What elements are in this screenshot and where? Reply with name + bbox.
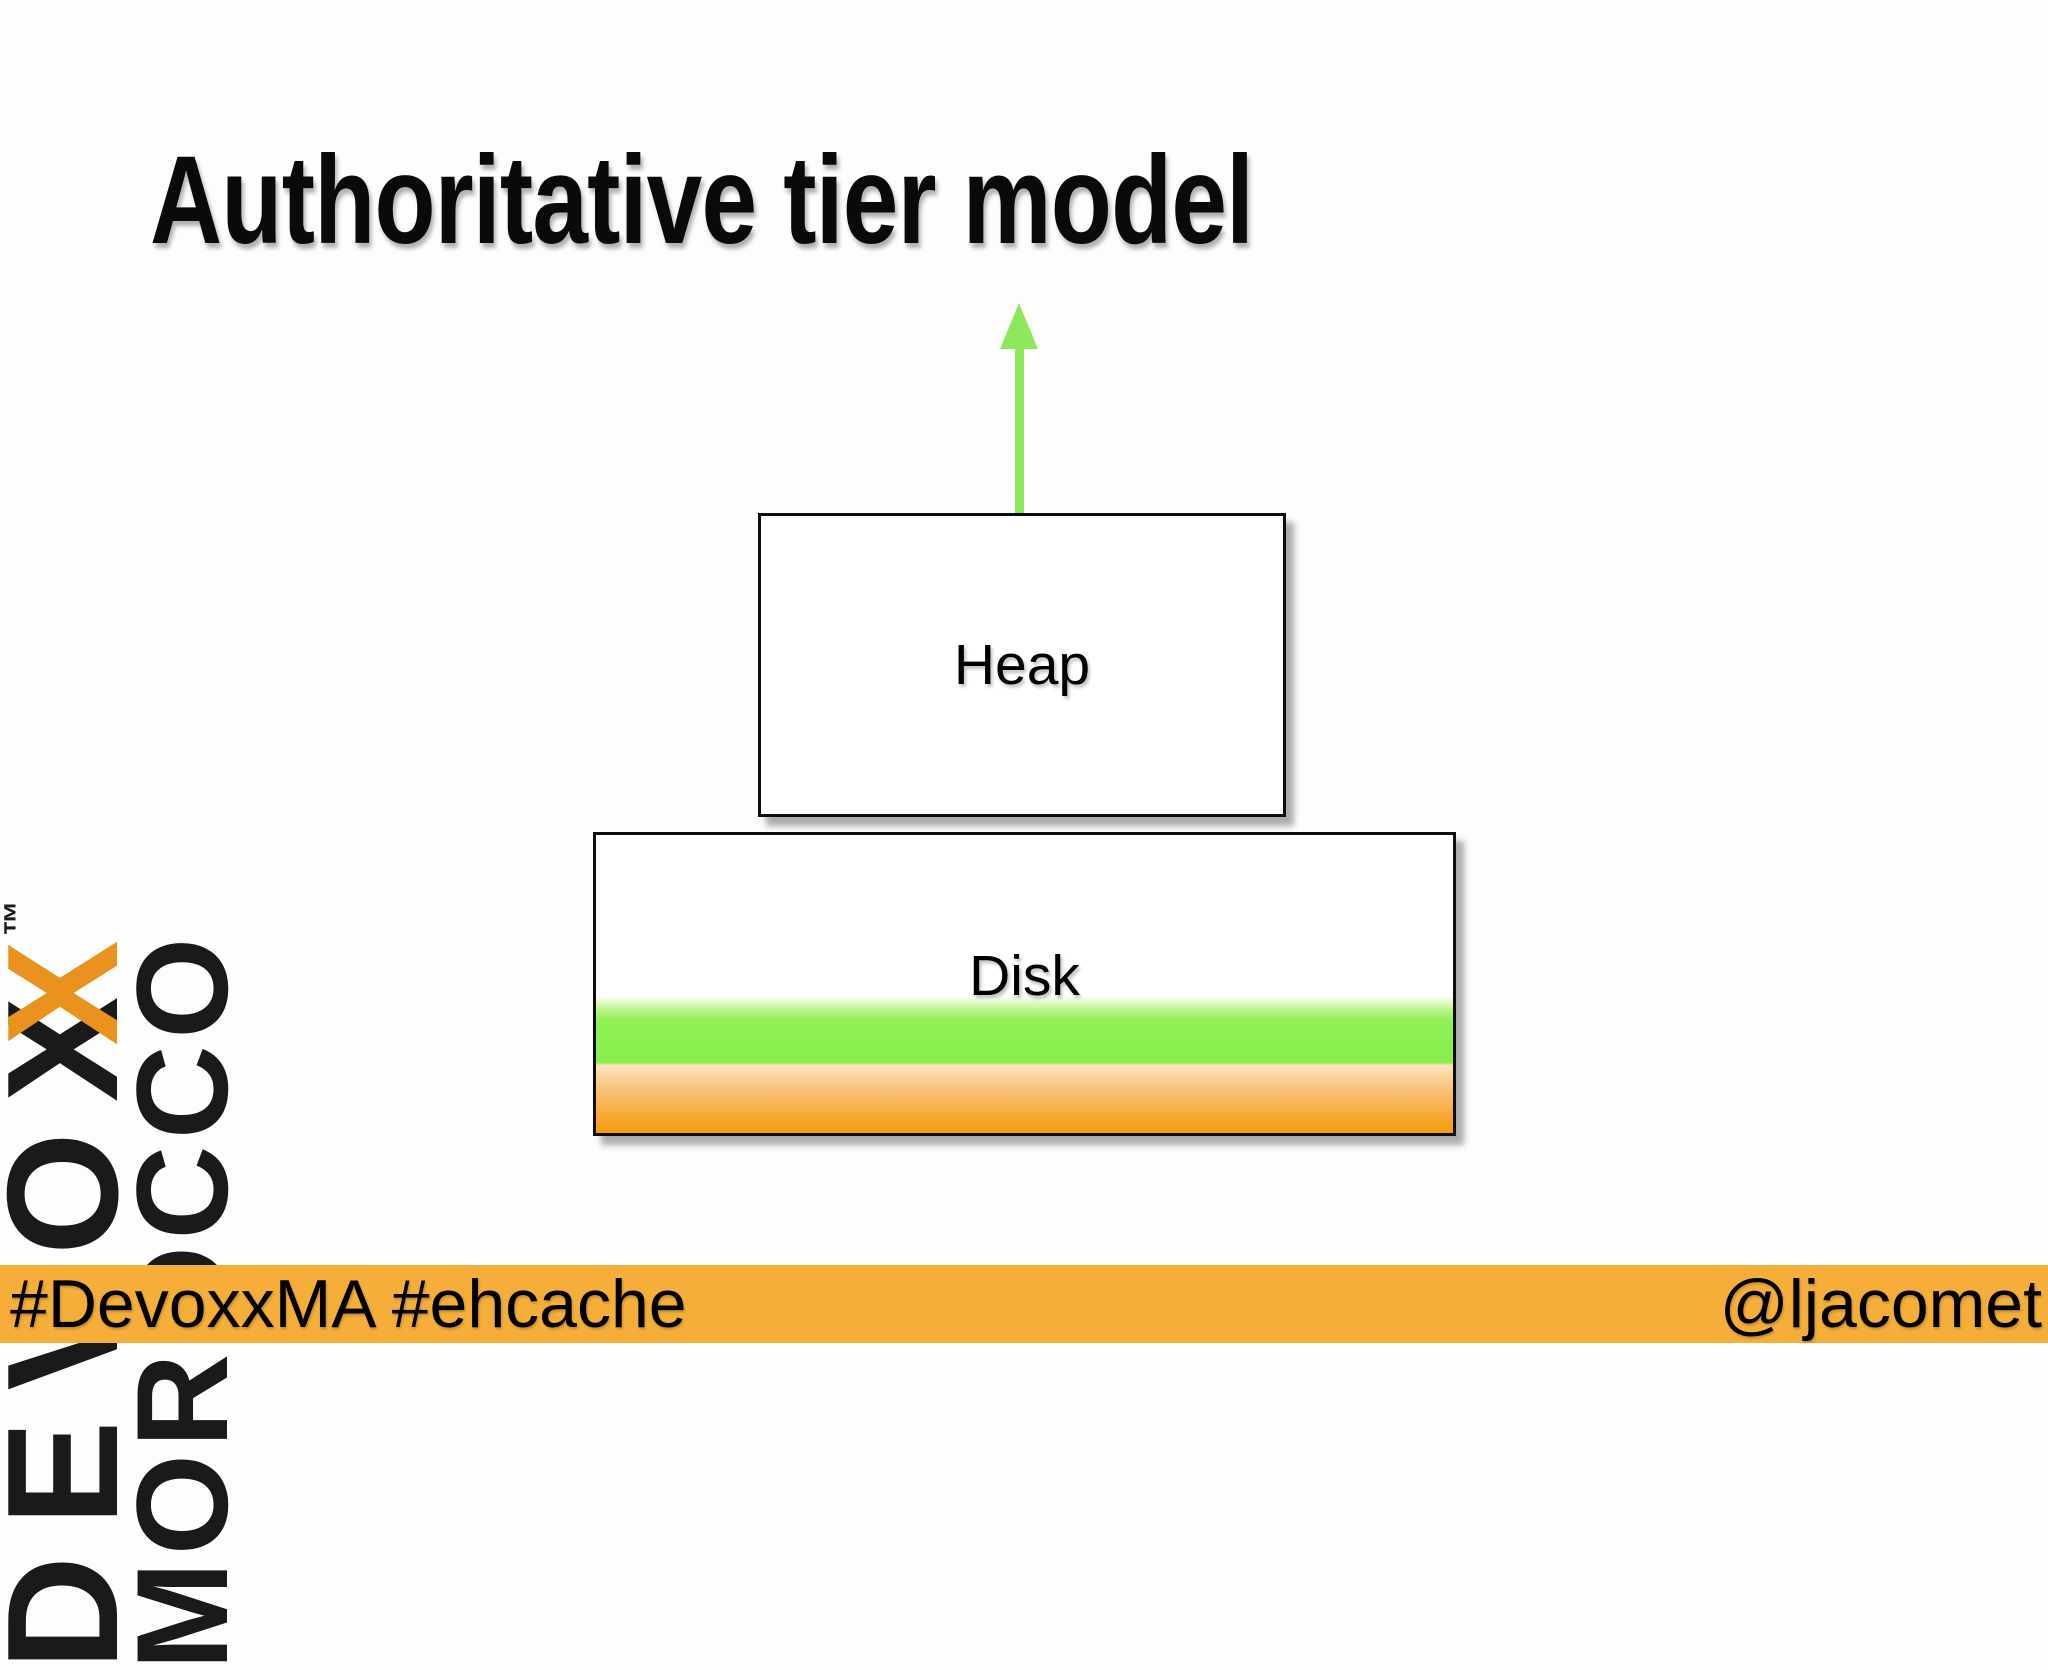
- slide: Authoritative tier model ™ DEVOXX MOROCC…: [0, 131, 2048, 1670]
- up-arrow-head: [1000, 303, 1038, 349]
- footer-twitter-handle: @ljacomet: [1719, 1266, 2042, 1342]
- up-arrow-shaft: [1015, 346, 1024, 524]
- disk-tier-label: Disk: [969, 944, 1080, 1008]
- disk-tier-box: Disk: [593, 832, 1456, 1136]
- heap-tier-box: Heap: [758, 513, 1286, 817]
- devoxx-morocco-logo: ™ DEVOXX MOROCCO: [0, 430, 260, 1670]
- footer-bar: #DevoxxMA #ehcache @ljacomet: [0, 1265, 2048, 1343]
- footer-hashtags: #DevoxxMA #ehcache: [10, 1266, 687, 1342]
- page-title: Authoritative tier model: [150, 131, 1254, 270]
- heap-tier-label: Heap: [953, 633, 1091, 697]
